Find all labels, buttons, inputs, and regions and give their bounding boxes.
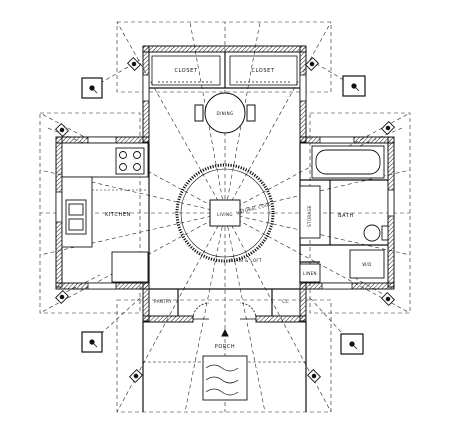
window-left-bottom bbox=[87, 282, 117, 290]
dining-chair-right bbox=[246, 104, 256, 122]
closet-right-label: Closet bbox=[251, 68, 274, 74]
stairs-label: Stair & Loft bbox=[230, 258, 262, 263]
kitchen-fixtures bbox=[61, 142, 149, 283]
wall-bottom-right bbox=[299, 282, 307, 322]
eye-marker-3 bbox=[54, 122, 70, 138]
view-marker-nw bbox=[81, 77, 103, 99]
stove-burner-2 bbox=[133, 151, 141, 159]
bath-fixtures bbox=[299, 145, 389, 283]
eye-marker-6 bbox=[380, 291, 396, 307]
living-label: Living bbox=[217, 212, 233, 217]
living-center bbox=[175, 163, 275, 263]
living-ring-outer bbox=[175, 163, 275, 263]
dining-chair-left bbox=[194, 104, 204, 122]
porch-label: Porch bbox=[215, 344, 235, 350]
eye-marker-8 bbox=[306, 368, 322, 384]
eye-marker-5 bbox=[54, 289, 70, 305]
kitchen-fridge bbox=[111, 251, 149, 283]
stove-burner-3 bbox=[119, 163, 127, 171]
kitchen-label: Kitchen bbox=[105, 212, 131, 218]
storage-label: Storage bbox=[307, 205, 312, 227]
view-marker-sw bbox=[81, 331, 103, 353]
eye-marker-2 bbox=[304, 56, 320, 72]
kitchen-sink-basin-2 bbox=[68, 218, 84, 231]
partition-layer bbox=[143, 52, 388, 316]
porch-steps bbox=[202, 355, 248, 401]
window-left-top bbox=[87, 136, 117, 144]
closet-left-label: Closet bbox=[174, 68, 197, 74]
window-top-right bbox=[299, 74, 307, 102]
closet-block bbox=[151, 55, 298, 86]
toilet-tank bbox=[381, 225, 389, 241]
eye-marker-4 bbox=[380, 120, 396, 136]
eye-marker-7 bbox=[128, 368, 144, 384]
closet-left-shelf bbox=[151, 55, 221, 86]
outer-envelope-bottom bbox=[116, 299, 332, 413]
living-hearth bbox=[209, 199, 241, 227]
kitchen-sink-basin-1 bbox=[68, 203, 84, 216]
view-marker-se bbox=[340, 333, 364, 355]
view-marker-ne bbox=[342, 75, 366, 97]
wall-bottom-seg-right bbox=[255, 315, 307, 323]
washer-dryer bbox=[349, 249, 385, 279]
window-right-bottom bbox=[321, 282, 353, 290]
eye-marker-1 bbox=[126, 56, 142, 72]
view-markers bbox=[81, 75, 366, 355]
outer-envelope-top bbox=[116, 21, 332, 93]
toilet bbox=[363, 224, 381, 242]
window-right-top bbox=[319, 136, 355, 144]
linen-label: Linen bbox=[303, 271, 317, 276]
bath-label: Bath bbox=[338, 213, 354, 219]
pantry-label: Pantry bbox=[154, 299, 172, 304]
kitchen-stove bbox=[115, 147, 145, 175]
storage-shelf bbox=[299, 185, 321, 239]
dining-table-top bbox=[204, 92, 246, 134]
linen-closet bbox=[299, 263, 321, 283]
closet-small-label: Cl. bbox=[282, 299, 290, 304]
living-ring-inner bbox=[180, 168, 270, 258]
wall-bottom-left bbox=[142, 282, 150, 322]
porch-area bbox=[142, 322, 307, 412]
window-top-left bbox=[142, 74, 150, 102]
window-left-1 bbox=[55, 191, 63, 223]
window-right-1 bbox=[387, 189, 395, 217]
dining-label: Dining bbox=[217, 111, 234, 116]
entry-doors bbox=[192, 302, 257, 320]
wd-label: W/D bbox=[362, 262, 372, 267]
wall-top bbox=[142, 45, 307, 53]
closet-right-shelf bbox=[229, 55, 298, 86]
bathtub-inner bbox=[315, 149, 381, 175]
dining-table bbox=[194, 92, 256, 134]
stove-burner-4 bbox=[133, 163, 141, 171]
eye-markers bbox=[54, 56, 396, 384]
natural-cool-label: Natural Cool bbox=[236, 201, 272, 215]
wall-bottom-seg-left bbox=[142, 315, 194, 323]
stove-burner-1 bbox=[119, 151, 127, 159]
